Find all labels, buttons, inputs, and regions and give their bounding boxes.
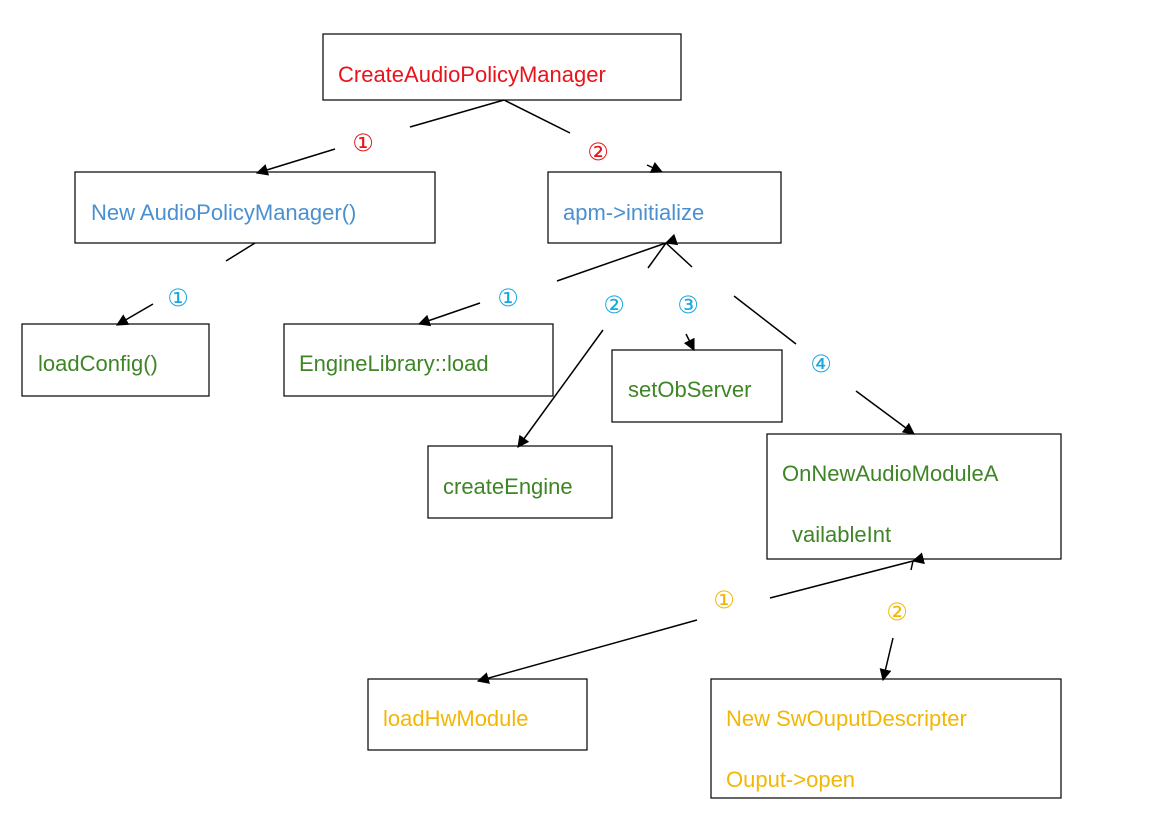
node-label: loadHwModule (383, 706, 529, 731)
connector-new-apm-to-load-config-upper (225, 242, 256, 262)
node-label-line2: vailableInt (792, 522, 891, 547)
connector-new-apm-to-load-config-arrow (115, 303, 154, 326)
connector-module-to-sw-output-upper (910, 560, 914, 571)
connector-initialize-to-create-engine-arrow (517, 329, 604, 448)
node-label: createEngine (443, 474, 573, 499)
node-label: New AudioPolicyManager() (91, 200, 356, 225)
connector-create-to-new-apm-arrow (255, 148, 336, 176)
connector-module-to-load-hw-upper (769, 552, 925, 599)
node-label: EngineLibrary::load (299, 351, 489, 376)
node-label-line1: New SwOuputDescripter (726, 706, 967, 731)
connector-initialize-to-engine-load-arrow (417, 302, 481, 327)
node-label: setObServer (628, 377, 752, 402)
node-load-hw-module: loadHwModule (367, 678, 588, 751)
node-apm-initialize: apm->initialize (547, 171, 782, 244)
step-marker-4: ④ (810, 350, 832, 378)
step-markers: ① ② ① ① ② ③ ④ ① ② (167, 129, 908, 626)
node-label-line2: Ouput->open (726, 767, 855, 792)
step-marker-3: ③ (677, 291, 699, 319)
connector-module-to-sw-output-arrow (879, 637, 894, 682)
connector-module-to-load-hw-arrow (476, 619, 698, 684)
node-new-audio-policy-manager: New AudioPolicyManager() (74, 171, 436, 244)
connectors (115, 99, 925, 684)
connector-initialize-to-set-observer-upper (665, 242, 693, 268)
connector-initialize-to-set-observer-arrow (683, 333, 695, 352)
node-label: apm->initialize (563, 200, 704, 225)
connector-create-to-new-apm-upper (409, 99, 505, 128)
connector-initialize-to-create-engine-upper (647, 242, 667, 269)
node-label: loadConfig() (38, 351, 158, 376)
node-create-audio-policy-manager: CreateAudioPolicyManager (322, 33, 682, 101)
node-on-new-audio-module-available: OnNewAudioModuleA vailableInt (766, 433, 1062, 560)
node-new-sw-output-descriptor: New SwOuputDescripter Ouput->open (710, 678, 1062, 799)
step-marker-2: ② (886, 598, 908, 626)
step-marker-2: ② (603, 291, 625, 319)
node-load-config: loadConfig() (21, 323, 210, 397)
step-marker-2: ② (587, 138, 609, 166)
connector-create-to-initialize-arrow (646, 161, 664, 173)
connector-initialize-to-engine-load-upper (556, 233, 679, 282)
connector-initialize-to-on-new-module-upper (733, 295, 797, 345)
node-set-observer: setObServer (611, 349, 783, 423)
node-label: CreateAudioPolicyManager (338, 62, 606, 87)
step-marker-1: ① (167, 284, 189, 312)
node-label-line1: OnNewAudioModuleA (782, 461, 999, 486)
connector-initialize-to-on-new-module-arrow (855, 390, 915, 435)
step-marker-1: ① (497, 284, 519, 312)
step-marker-1: ① (713, 586, 735, 614)
node-engine-library-load: EngineLibrary::load (283, 323, 554, 397)
step-marker-1: ① (352, 129, 374, 157)
node-create-engine: createEngine (427, 445, 613, 519)
connector-create-to-initialize-upper (503, 99, 571, 134)
